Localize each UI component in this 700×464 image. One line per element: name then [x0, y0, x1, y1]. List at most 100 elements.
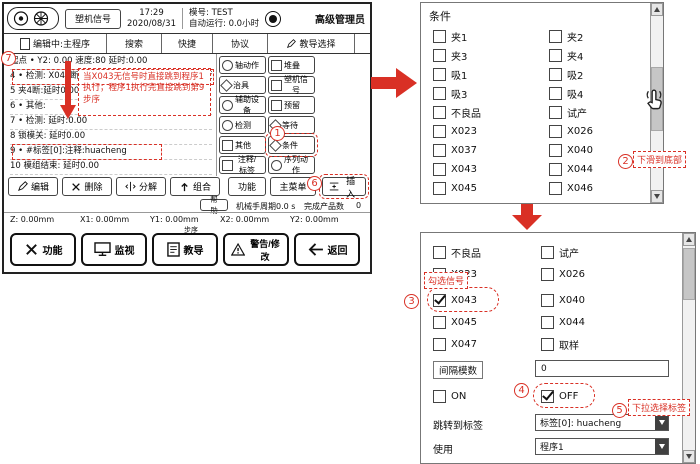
checkbox-defective[interactable]: 不良品 — [433, 105, 481, 120]
checkbox-defective[interactable]: 不良品 — [433, 245, 481, 260]
action-stack-button[interactable]: 堆叠 — [268, 56, 315, 74]
warning-modify-button[interactable]: 警告/修改 — [223, 233, 289, 266]
monitor-button[interactable]: 监视 — [81, 233, 147, 266]
scroll-down-button[interactable] — [651, 190, 663, 203]
checkbox-box[interactable] — [433, 49, 446, 62]
checkbox-xi1[interactable]: 吸1 — [433, 67, 467, 82]
checkbox-box[interactable] — [433, 163, 446, 176]
menu-teach-select[interactable]: 教导选择 — [268, 34, 355, 53]
dropdown-arrow-button[interactable] — [655, 439, 668, 454]
menu-search[interactable]: 搜索 — [107, 34, 162, 53]
combine-button[interactable]: 组合 — [170, 177, 220, 196]
scrollbar-thumb[interactable] — [683, 248, 695, 300]
checkbox-box[interactable] — [549, 30, 562, 43]
action-auxiliary-button[interactable]: 辅助设备 — [219, 95, 266, 115]
checkbox-xi4[interactable]: 吸4 — [549, 86, 583, 101]
main-menu-button[interactable]: 主菜单 — [270, 177, 316, 196]
insert-button[interactable]: 插入 — [322, 176, 366, 199]
checkbox-box[interactable] — [549, 87, 562, 100]
dropdown-arrow-button[interactable] — [655, 415, 668, 430]
checkbox-x043[interactable]: X043 — [433, 162, 477, 177]
checkbox-x040[interactable]: X040 — [541, 293, 585, 308]
checkbox-x045[interactable]: X045 — [433, 181, 477, 196]
checkbox-x026[interactable]: X026 — [549, 124, 593, 139]
checkbox-box[interactable] — [541, 246, 554, 259]
checkbox-box[interactable] — [433, 144, 446, 157]
program-row[interactable]: 8 锁模关: 延时0.00 — [10, 129, 212, 145]
checkbox-x026[interactable]: X026 — [541, 267, 585, 282]
checkbox-x044[interactable]: X044 — [541, 315, 585, 330]
checkbox-x044[interactable]: X044 — [549, 162, 593, 177]
use-label: 使用 — [433, 445, 453, 456]
checkbox-sampling[interactable]: 取样 — [541, 337, 579, 352]
checkbox-box[interactable] — [549, 49, 562, 62]
checkbox-box[interactable] — [433, 30, 446, 43]
checkbox-xi3[interactable]: 吸3 — [433, 86, 467, 101]
checkbox-jia1[interactable]: 夹1 — [433, 29, 467, 44]
action-sequence-button[interactable]: 序列动作 — [268, 155, 315, 175]
checkbox-box[interactable] — [549, 144, 562, 157]
checkbox-box[interactable] — [549, 182, 562, 195]
help-button[interactable]: 帮助 — [200, 195, 228, 215]
checkbox-box[interactable] — [433, 338, 446, 351]
checkbox-box[interactable] — [433, 246, 446, 259]
checkbox-box[interactable] — [433, 87, 446, 100]
checkbox-x023[interactable]: X023 — [433, 124, 477, 139]
back-button[interactable]: 返回 — [294, 233, 360, 266]
program-row[interactable]: 10 模组结束: 延时0.00 — [10, 159, 212, 175]
checkbox-jia4[interactable]: 夹4 — [549, 48, 583, 63]
scroll-down-button[interactable] — [683, 450, 695, 463]
checkbox-box[interactable] — [541, 294, 554, 307]
use-program-dropdown[interactable]: 程序1 — [535, 438, 669, 455]
checkbox-x046[interactable]: X046 — [549, 181, 593, 196]
checkbox-box[interactable] — [549, 163, 562, 176]
checkbox-trial[interactable]: 试产 — [549, 105, 587, 120]
edit-button[interactable]: 编辑 — [8, 177, 58, 196]
action-other-button[interactable]: 其他 — [219, 136, 266, 154]
checkbox-xi2[interactable]: 吸2 — [549, 67, 583, 82]
checkbox-jia3[interactable]: 夹3 — [433, 48, 467, 63]
scroll-up-button[interactable] — [651, 3, 663, 16]
menu-editing-main-program[interactable]: 编辑中:主程序 — [4, 34, 107, 53]
checkbox-box[interactable] — [433, 68, 446, 81]
teach-button[interactable]: 教导 — [152, 233, 218, 266]
action-axis-motion-button[interactable]: 轴动作 — [219, 56, 266, 74]
menu-quick[interactable]: 快捷 — [162, 34, 213, 53]
scroll-up-button[interactable] — [683, 233, 695, 246]
checkbox-box[interactable] — [541, 338, 554, 351]
action-detect-button[interactable]: 检测 — [219, 116, 266, 134]
checkbox-jia2[interactable]: 夹2 — [549, 29, 583, 44]
function-big-button[interactable]: 功能 — [10, 233, 76, 266]
menu-protocol[interactable]: 协议 — [213, 34, 268, 53]
checkbox-box[interactable] — [549, 106, 562, 119]
action-fixture-button[interactable]: 治具 — [219, 76, 266, 94]
jump-to-label-dropdown[interactable]: 标签[0]: huacheng — [535, 414, 669, 431]
action-comment-label-button[interactable]: 注释/标签 — [219, 155, 266, 175]
action-reserve-button[interactable]: 预留 — [268, 96, 315, 114]
checkbox-box[interactable] — [541, 268, 554, 281]
checkbox-box[interactable] — [433, 125, 446, 138]
checkbox-box[interactable] — [433, 182, 446, 195]
step-badge-1: 1 — [270, 126, 285, 141]
checkbox-trial[interactable]: 试产 — [541, 245, 579, 260]
checkbox-x045[interactable]: X045 — [433, 315, 477, 330]
checkbox-box[interactable] — [549, 125, 562, 138]
interval-mold-count-input[interactable]: 0 — [535, 360, 669, 377]
function-button[interactable]: 功能 — [228, 177, 266, 196]
checkbox-box[interactable] — [541, 316, 554, 329]
checkbox-box[interactable] — [433, 316, 446, 329]
detail-scrollbar[interactable] — [682, 233, 695, 463]
delete-button[interactable]: 删除 — [62, 177, 112, 196]
checkbox-x037[interactable]: X037 — [433, 143, 477, 158]
checkbox-x047[interactable]: X047 — [433, 337, 477, 352]
program-row[interactable]: 7 • 检测: 延时:0.00 — [10, 114, 212, 130]
checkbox-box[interactable] — [433, 106, 446, 119]
delete-label: 删除 — [84, 182, 103, 192]
checkbox-on[interactable]: ON — [433, 389, 466, 404]
checkbox-x040[interactable]: X040 — [549, 143, 593, 158]
checkbox-box[interactable] — [549, 68, 562, 81]
split-button[interactable]: 分解 — [116, 177, 166, 196]
machine-signal-button[interactable]: 塑机信号 — [65, 8, 121, 29]
checkbox-box[interactable] — [433, 390, 446, 403]
action-machine-signal-button[interactable]: 塑机信号 — [268, 75, 315, 95]
